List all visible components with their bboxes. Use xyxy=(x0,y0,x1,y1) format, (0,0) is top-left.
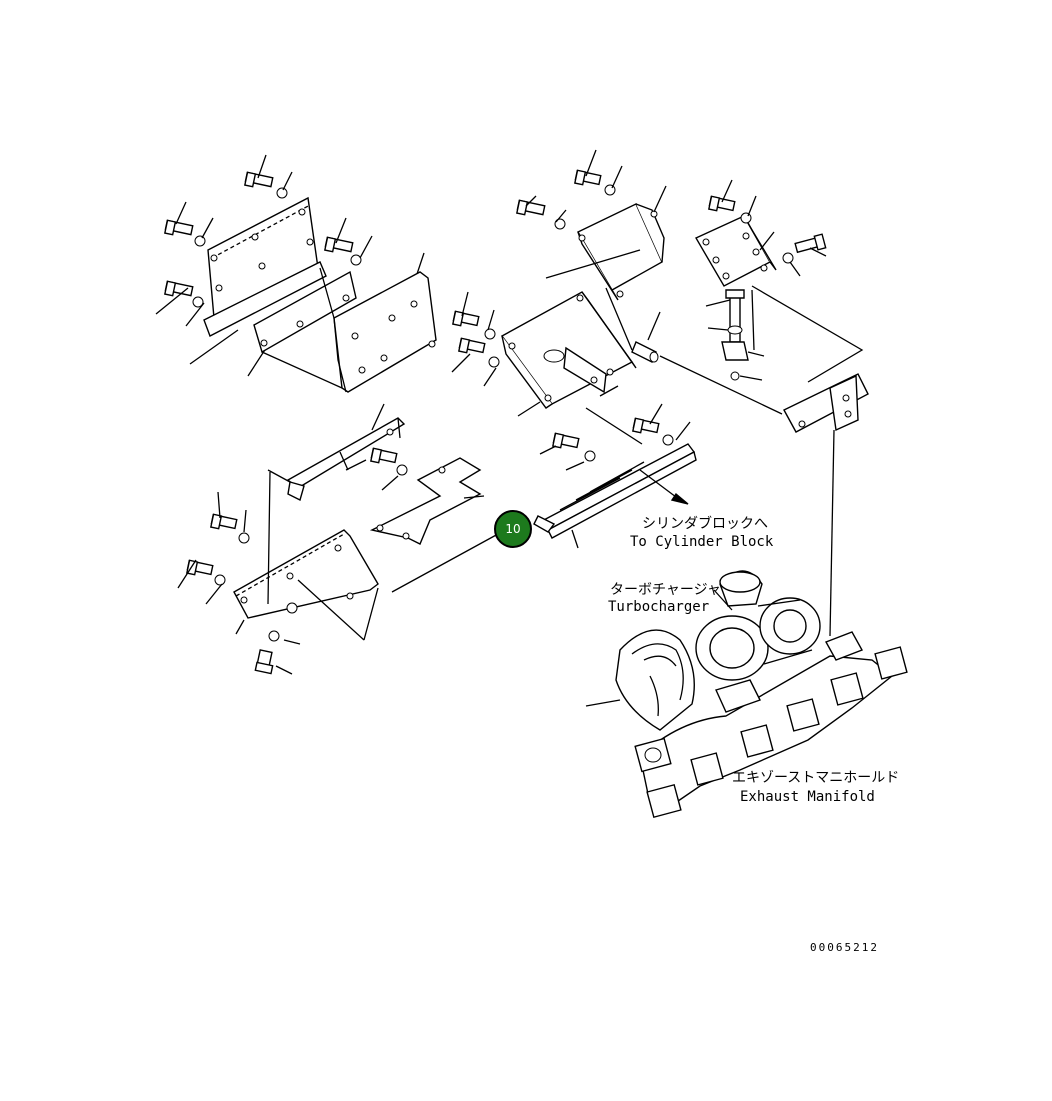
bolt-icon xyxy=(708,195,736,212)
bolt-icon xyxy=(370,447,398,464)
bolt-icon xyxy=(632,417,660,434)
callout-number: 10 xyxy=(505,522,520,536)
turbocharger-manifold-assembly xyxy=(585,570,908,819)
callout-10-button[interactable]: 10 xyxy=(494,510,532,548)
turbocharger-label: ターボチャージャ Turbocharger xyxy=(608,582,721,615)
washer-icon xyxy=(396,464,408,476)
washer-icon xyxy=(740,212,752,224)
washer-icon xyxy=(484,328,496,340)
bolt-icon xyxy=(574,169,602,186)
washer-icon xyxy=(268,630,280,642)
bolt-icon xyxy=(244,171,274,188)
washer-icon xyxy=(194,235,206,247)
exhaust-manifold-label: エキゾーストマニホールド Exhaust Manifold xyxy=(732,770,899,805)
washer-icon xyxy=(350,254,362,266)
washer-icon xyxy=(238,532,250,544)
turbocharger-label-en: Turbocharger xyxy=(608,599,709,615)
washer-icon xyxy=(604,184,616,196)
bolt-icon xyxy=(452,310,480,327)
bolt-icon xyxy=(516,199,546,216)
callout-badge[interactable] xyxy=(494,510,532,548)
bolt-icon xyxy=(458,337,486,354)
middle-left-bracket-assembly xyxy=(177,403,499,675)
cylinder-block-label-jp: シリンダブロックへ xyxy=(642,515,768,532)
washer-icon xyxy=(488,356,500,368)
exhaust-manifold-label-en: Exhaust Manifold xyxy=(740,789,875,805)
turbocharger-label-jp: ターボチャージャ xyxy=(610,582,721,598)
washer-icon xyxy=(554,218,566,230)
cylinder-block-label: シリンダブロックへ To Cylinder Block xyxy=(630,515,774,550)
washer-icon xyxy=(276,187,288,199)
bolt-icon xyxy=(794,233,827,254)
cylinder-block-label-en: To Cylinder Block xyxy=(630,534,774,550)
washer-icon xyxy=(214,574,226,586)
cylinder-block-rail-assembly xyxy=(533,403,697,549)
bolt-icon xyxy=(254,649,274,675)
exhaust-manifold-label-jp: エキゾーストマニホールド xyxy=(732,770,899,786)
top-center-bracket-assembly xyxy=(451,149,869,637)
bolt-icon xyxy=(164,219,194,236)
washer-icon xyxy=(192,296,204,308)
washer-icon xyxy=(662,434,674,446)
top-left-bracket-assembly xyxy=(155,154,437,393)
document-number: 00065212 xyxy=(810,941,879,954)
washer-icon xyxy=(584,450,596,462)
bolt-icon xyxy=(324,236,354,253)
bolt-icon xyxy=(552,432,580,449)
bolt-icon xyxy=(210,513,238,530)
bolt-icon xyxy=(164,280,194,297)
washer-icon xyxy=(782,252,794,264)
